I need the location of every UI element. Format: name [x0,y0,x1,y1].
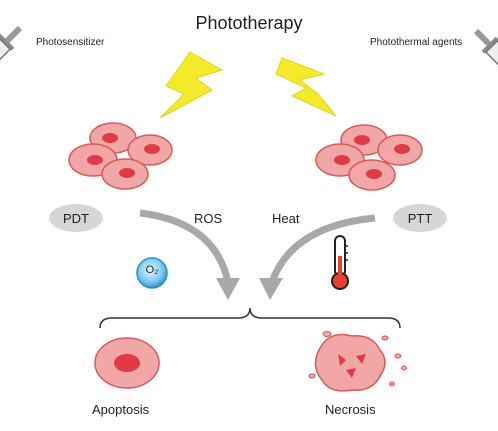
mechanism-left-label: ROS [194,211,223,226]
tumor-cell-cluster-left [68,122,173,190]
pdt-badge: PDT [49,204,103,232]
arrow-ptt-to-outcome [268,214,376,284]
diagram-title: Phototherapy [195,13,303,33]
right-agent-label: Photothermal agents [370,37,463,48]
necrotic-cell [308,331,407,392]
mechanism-right-label: Heat [272,211,300,226]
arrow-head-left [216,278,240,300]
lightning-bolt-icon-left [159,51,224,119]
syringe-icon-left [0,25,23,86]
outcome-necrosis-label: Necrosis [325,402,376,417]
thermometer-icon [331,235,349,290]
oxygen-label: O₂ [145,264,159,276]
ptt-badge: PTT [393,204,447,232]
oxygen-bubble-icon [136,257,168,289]
curly-brace-icon [99,307,401,329]
lightning-bolt-icon-right [275,57,337,117]
arrow-pdt-to-outcome [139,209,232,283]
apoptotic-cell [94,337,160,389]
tumor-cell-cluster-right [315,124,423,191]
arrow-head-right [259,278,283,300]
outcome-apoptosis-label: Apoptosis [92,402,150,417]
syringe-icon-right [473,28,498,89]
left-agent-label: Photosensitizer [36,37,105,48]
